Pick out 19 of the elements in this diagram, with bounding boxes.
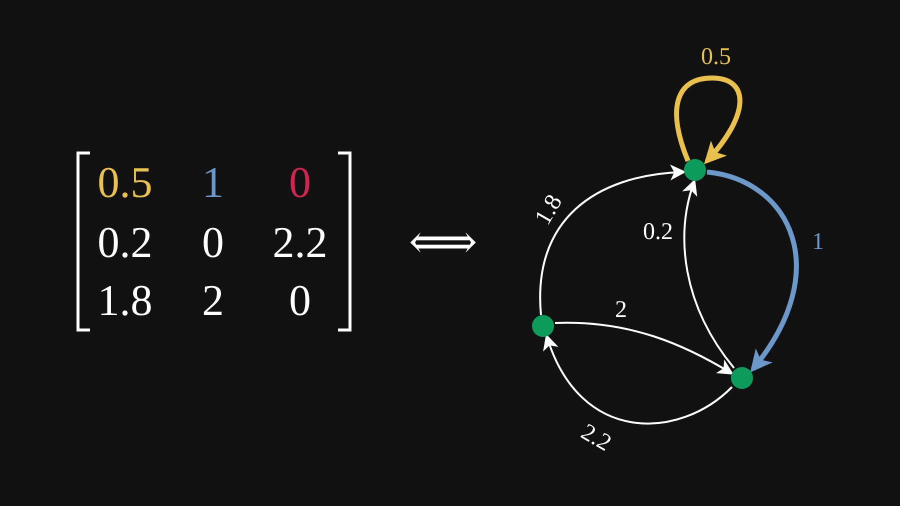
matrix-entry: 0 bbox=[289, 279, 311, 323]
arrow bbox=[674, 76, 742, 164]
arrow bbox=[706, 170, 798, 373]
graph-node bbox=[532, 315, 554, 337]
matrix-entry: 0.2 bbox=[98, 221, 152, 265]
arrow bbox=[539, 165, 686, 316]
matrix-entry: 2.2 bbox=[272, 221, 328, 265]
matrix-entry: 1.8 bbox=[98, 279, 152, 323]
arrow bbox=[682, 178, 735, 369]
equivalence-symbol: ⟺ bbox=[408, 219, 478, 267]
matrix-entry: 1 bbox=[202, 161, 224, 205]
graph-node bbox=[684, 159, 706, 181]
graph-node bbox=[731, 367, 753, 389]
matrix-entry: 0.5 bbox=[98, 161, 152, 205]
arrow bbox=[544, 334, 733, 424]
arrow bbox=[554, 322, 734, 375]
matrix-entry: 0 bbox=[289, 161, 311, 205]
matrix-entry: 2 bbox=[202, 279, 224, 323]
matrix-entry: 0 bbox=[202, 221, 224, 265]
